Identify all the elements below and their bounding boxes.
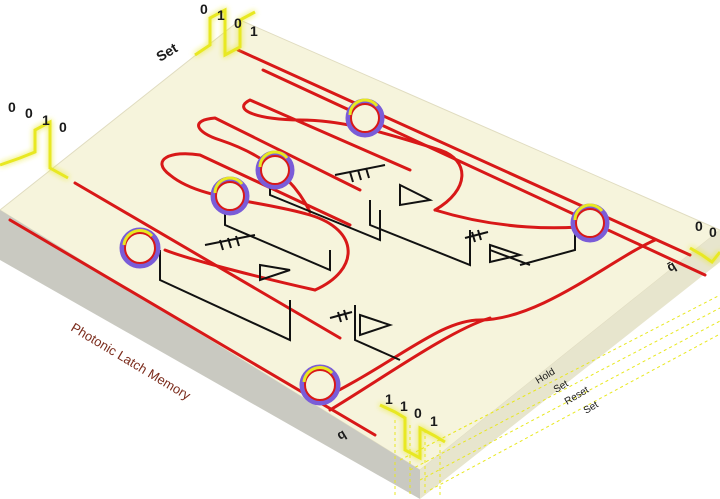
ring-2 (210, 176, 250, 216)
reset-bit-3: 1 (42, 112, 50, 128)
reset-input-waveform: 0 0 1 0 (0, 99, 69, 180)
q-bit-3: 0 (414, 405, 422, 421)
ring-resonators (119, 98, 610, 406)
set-bit-3: 0 (234, 15, 242, 31)
detector-ticks (219, 167, 482, 323)
set-label: Set (153, 39, 180, 64)
ring-4 (345, 98, 385, 138)
chip-left-side (0, 210, 420, 499)
q-bit-1: 1 (385, 391, 393, 407)
reset-bit-1: 0 (8, 99, 16, 115)
set-bit-2: 1 (217, 7, 225, 23)
chip-top-surface (0, 19, 720, 471)
q-bit-2: 1 (400, 398, 408, 414)
set-bit-1: 0 (200, 1, 208, 17)
q-bar-bit-1: 0 (695, 218, 703, 234)
timing-guides (394, 294, 720, 495)
reset-bit-4: 0 (59, 119, 67, 135)
q-output-waveform: q 1 1 0 1 (334, 391, 446, 461)
ring-5 (570, 203, 610, 243)
reset-bit-2: 0 (25, 105, 33, 121)
q-bar-bit-2: 0 (709, 224, 717, 240)
chip-front-side (420, 230, 720, 499)
bus-waveguides (8, 48, 707, 437)
ring-3 (255, 150, 295, 190)
ring-6 (299, 364, 341, 406)
q-bit-4: 1 (430, 413, 438, 429)
set-bit-4: 1 (250, 23, 258, 39)
timing-label-set-2: Set (582, 399, 601, 416)
ring-1 (119, 227, 161, 269)
